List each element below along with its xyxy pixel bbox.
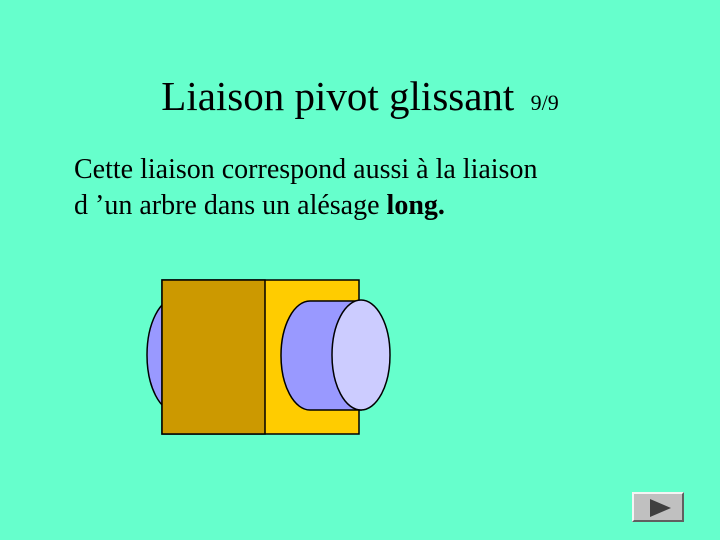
bore-front-face	[161, 279, 266, 435]
slide-body-text: Cette liaison correspond aussi à la liai…	[74, 152, 694, 224]
next-slide-button[interactable]	[632, 492, 684, 522]
slide-title: Liaison pivot glissant 9/9	[0, 72, 720, 127]
body-line-1: Cette liaison correspond aussi à la liai…	[74, 154, 538, 185]
page-number: 9/9	[530, 90, 559, 115]
body-line-2: d ’un arbre dans un alésage long.	[74, 188, 694, 224]
shaft-front-end	[331, 299, 391, 411]
play-right-icon	[650, 499, 671, 517]
body-line-2-text: d ’un arbre dans un alésage	[74, 190, 387, 221]
title-text: Liaison pivot glissant	[161, 73, 515, 119]
body-line-2-bold: long.	[386, 190, 445, 221]
